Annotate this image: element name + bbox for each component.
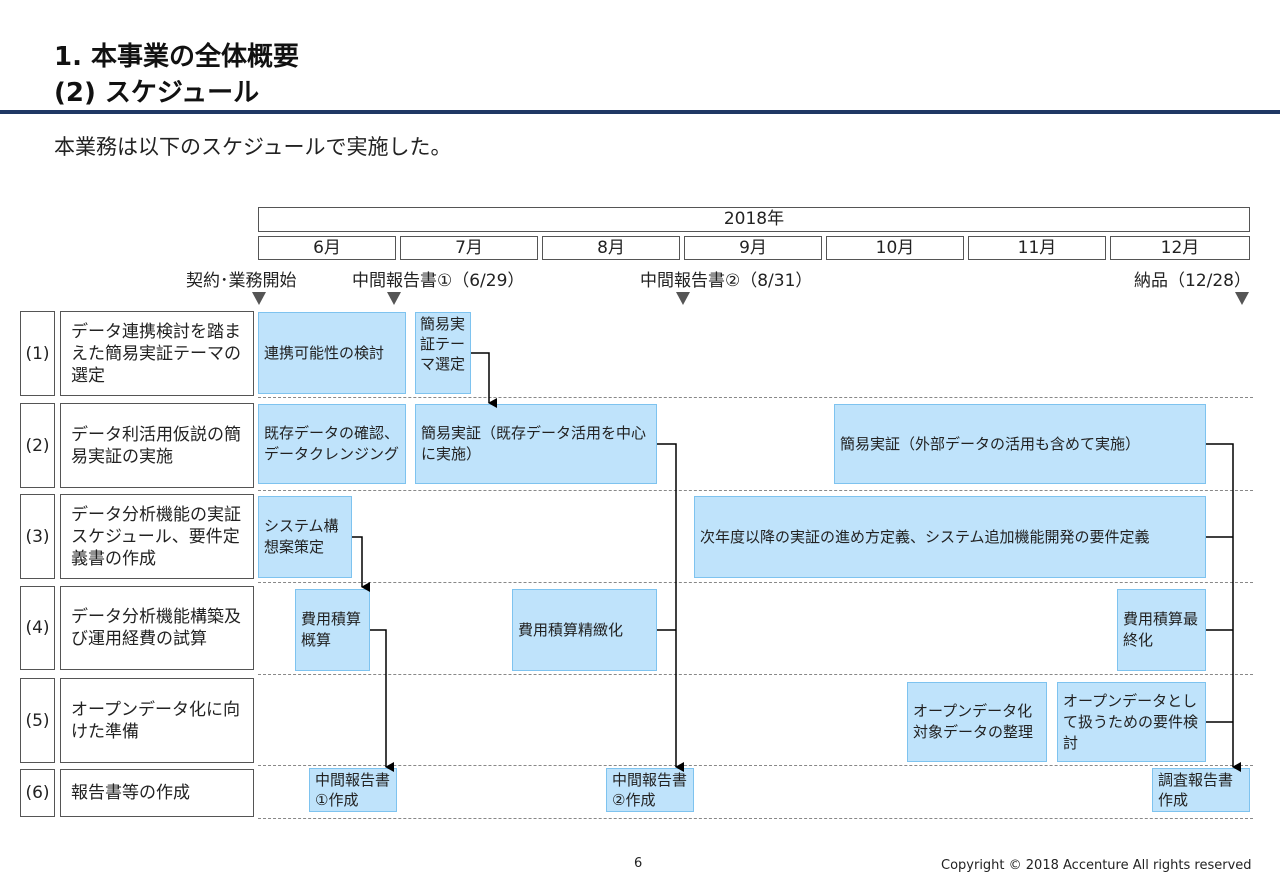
arrow-2c-to-6c (1206, 443, 1241, 772)
task-bar-2a: 既存データの確認、データクレンジング (258, 404, 406, 484)
milestone-delivery-marker (1235, 292, 1249, 305)
row-label-2: データ利活用仮説の簡易実証の実施 (60, 403, 254, 488)
task-bar-2c: 簡易実証（外部データの活用も含めて実施） (834, 404, 1206, 484)
task-bar-4a: 費用積算概算 (295, 589, 370, 671)
task-bar-6b: 中間報告書②作成 (606, 768, 694, 812)
task-bar-3a: システム構想案策定 (258, 496, 352, 578)
row-label-6: 報告書等の作成 (60, 769, 254, 817)
row-number-6: (6) (20, 769, 55, 817)
task-bar-4b: 費用積算精緻化 (512, 589, 657, 671)
milestone-interim2-marker (676, 292, 690, 305)
row-number-3: (3) (20, 494, 55, 579)
milestone-interim1: 中間報告書①（6/29） (352, 271, 525, 291)
milestone-start: 契約･業務開始 (186, 271, 297, 291)
milestone-interim1-marker (387, 292, 401, 305)
month-header-jul: 7月 (400, 236, 538, 260)
page-title: 1. 本事業の全体概要 (54, 42, 300, 72)
milestone-interim2: 中間報告書②（8/31） (640, 271, 813, 291)
task-bar-6c: 調査報告書作成 (1152, 768, 1250, 812)
row-label-5: オープンデータ化に向けた準備 (60, 678, 254, 763)
page-subtitle: (2) スケジュール (54, 78, 260, 108)
month-header-oct: 10月 (826, 236, 964, 260)
task-bar-6a: 中間報告書①作成 (309, 768, 397, 812)
milestone-delivery: 納品（12/28） (1134, 271, 1251, 291)
arrow-2b-to-6b (657, 443, 684, 772)
row-separator (258, 818, 1253, 819)
milestone-start-marker (252, 292, 266, 305)
row-separator (258, 765, 1253, 766)
row-number-2: (2) (20, 403, 55, 488)
task-bar-4c: 費用積算最終化 (1117, 589, 1206, 671)
copyright-text: Copyright © 2018 Accenture All rights re… (941, 858, 1252, 873)
row-separator (258, 490, 1253, 491)
task-bar-5a: オープンデータ化対象データの整理 (907, 682, 1047, 762)
task-bar-5b: オープンデータとして扱うための要件検討 (1057, 682, 1206, 762)
task-bar-1a: 連携可能性の検討 (258, 312, 406, 394)
task-bar-1b: 簡易実証テーマ選定 (415, 312, 471, 394)
arrow-3a-to-4a (352, 536, 370, 592)
page-number: 6 (634, 856, 643, 871)
arrow-4a-to-6a (370, 629, 394, 772)
arrow-1b-to-2b (471, 352, 497, 408)
row-separator (258, 397, 1253, 398)
row-separator (258, 674, 1253, 675)
month-header-aug: 8月 (542, 236, 680, 260)
intro-text: 本業務は以下のスケジュールで実施した。 (54, 135, 452, 159)
year-header: 2018年 (258, 207, 1250, 232)
row-number-4: (4) (20, 586, 55, 670)
row-label-1: データ連携検討を踏まえた簡易実証テーマの選定 (60, 311, 254, 396)
row-number-5: (5) (20, 678, 55, 763)
row-label-4: データ分析機能構築及び運用経費の試算 (60, 586, 254, 670)
month-header-jun: 6月 (258, 236, 396, 260)
task-bar-3b: 次年度以降の実証の進め方定義、システム追加機能開発の要件定義 (694, 496, 1206, 578)
row-label-3: データ分析機能の実証スケジュール、要件定義書の作成 (60, 494, 254, 579)
row-separator (258, 582, 1253, 583)
month-header-dec: 12月 (1110, 236, 1250, 260)
month-header-nov: 11月 (968, 236, 1106, 260)
month-header-sep: 9月 (684, 236, 822, 260)
row-number-1: (1) (20, 311, 55, 396)
task-bar-2b: 簡易実証（既存データ活用を中心に実施） (415, 404, 657, 484)
header-divider (0, 110, 1280, 114)
